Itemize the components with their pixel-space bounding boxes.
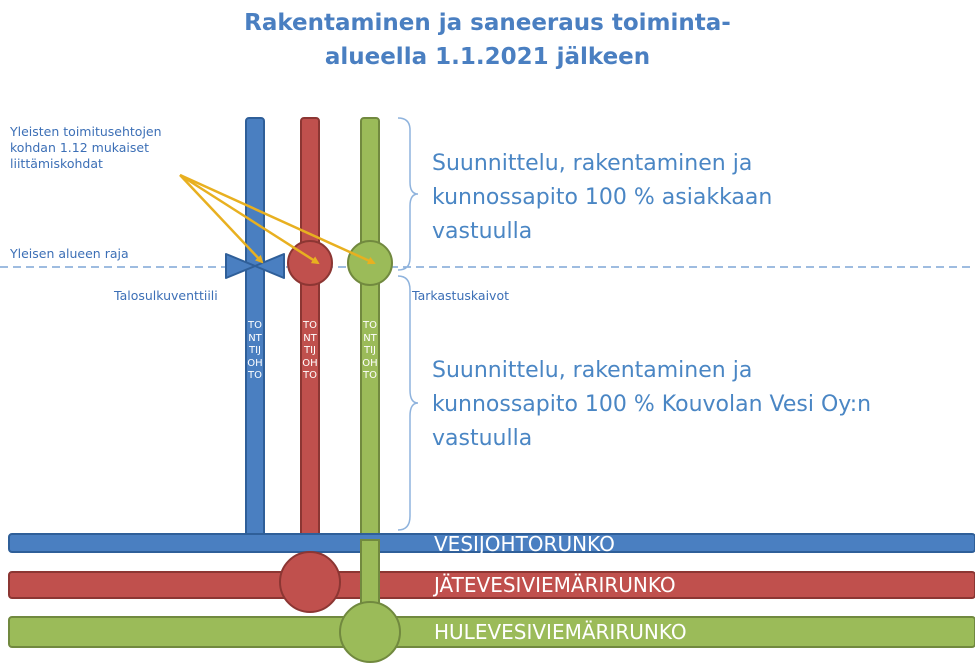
arrow-to-stormwater-manhole <box>179 173 376 265</box>
customer-responsibility-brace <box>397 117 419 271</box>
stormwater-main-manhole <box>339 601 401 663</box>
customer-line-3: vastuulla <box>432 219 533 244</box>
arrow-to-valve <box>179 174 264 264</box>
connection-note-line-2: kohdan 1.12 mukaiset <box>10 140 150 155</box>
title-line-2: alueella 1.1.2021 jälkeen <box>324 44 651 70</box>
customer-responsibility-text: Suunnittelu, rakentaminen ja kunnossapit… <box>432 147 772 249</box>
customer-line-1: Suunnittelu, rakentaminen ja <box>432 151 753 176</box>
stormwater-inspection-manhole <box>347 240 393 286</box>
wastewater-main <box>8 571 975 599</box>
utility-line-3: vastuulla <box>432 426 533 451</box>
connection-points-note: Yleisten toimitusehtojen kohdan 1.12 muk… <box>10 124 162 172</box>
wastewater-main-manhole <box>279 551 341 613</box>
arrow-to-wastewater-manhole <box>179 173 320 265</box>
wastewater-main-label: JÄTEVESIVIEMÄRIRUNKO <box>434 573 676 597</box>
connection-note-line-3: liittämiskohdat <box>10 156 103 171</box>
boundary-label: Yleisen alueen raja <box>10 246 129 261</box>
stormwater-plot-pipe-label: TONTTIJOHTO <box>362 320 378 382</box>
water-main-label: VESIJOHTORUNKO <box>434 532 615 556</box>
water-main <box>8 533 975 553</box>
utility-responsibility-brace <box>397 275 419 531</box>
stormwater-main <box>8 616 975 648</box>
water-plot-pipe-label: TONTTIJOHTO <box>247 320 263 382</box>
connection-note-line-1: Yleisten toimitusehtojen <box>10 124 162 139</box>
valve-label: Talosulkuventtiili <box>114 288 218 303</box>
page-title: Rakentaminen ja saneeraus toiminta- alue… <box>200 6 775 74</box>
utility-responsibility-text: Suunnittelu, rakentaminen ja kunnossapit… <box>432 354 871 456</box>
wastewater-plot-pipe-label: TONTTIJOHTO <box>302 320 318 382</box>
customer-line-2: kunnossapito 100 % asiakkaan <box>432 185 773 210</box>
house-shutoff-valve-icon <box>225 253 285 279</box>
utility-line-1: Suunnittelu, rakentaminen ja <box>432 358 753 383</box>
manholes-label: Tarkastuskaivot <box>412 288 509 303</box>
utility-line-2: kunnossapito 100 % Kouvolan Vesi Oy:n <box>432 392 872 417</box>
title-line-1: Rakentaminen ja saneeraus toiminta- <box>244 10 731 36</box>
stormwater-main-label: HULEVESIVIEMÄRIRUNKO <box>434 620 687 644</box>
